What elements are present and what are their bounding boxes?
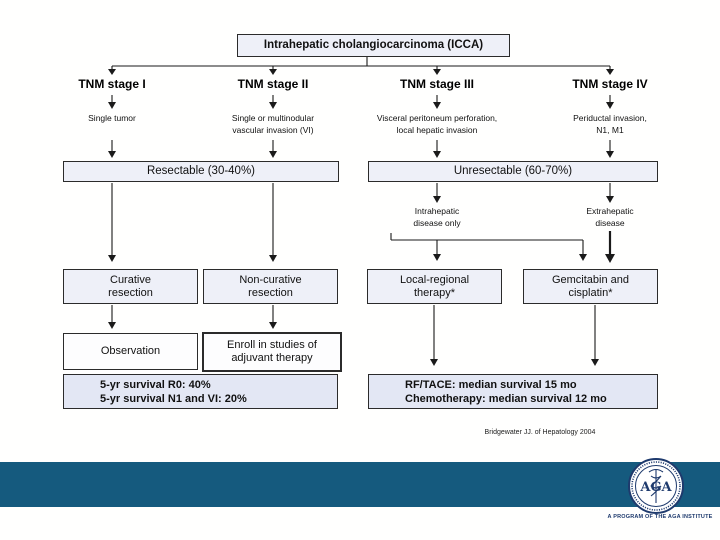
tnm-stage-3-header: TNM stage III	[399, 77, 475, 91]
title-box: Intrahepatic cholangiocarcinoma (ICCA)	[237, 34, 510, 57]
aga-seal-icon: AGA	[628, 458, 684, 514]
stage-2-description: Single or multinodular vascular invasion…	[231, 113, 315, 135]
local-regional-therapy-box: Local-regional therapy*	[367, 269, 502, 304]
tnm-stage-4-header: TNM stage IV	[572, 77, 648, 91]
gemcitabin-cisplatin-box: Gemcitabin and cisplatin*	[523, 269, 658, 304]
stage-3-description: Visceral peritoneum perforation, local h…	[376, 113, 498, 135]
extrahepatic-disease-label: Extrahepatic disease	[586, 206, 634, 228]
enroll-adjuvant-box: Enroll in studies of adjuvant therapy	[202, 332, 342, 372]
unresectable-box: Unresectable (60-70%)	[368, 161, 658, 182]
survival-outcome-box: 5-yr survival R0: 40% 5-yr survival N1 a…	[63, 374, 338, 409]
non-curative-resection-box: Non-curative resection	[203, 269, 338, 304]
stage-1-description: Single tumor	[88, 113, 136, 123]
observation-box: Observation	[63, 333, 198, 370]
citation: Bridgewater JJ. of Hepatology 2004	[484, 429, 596, 436]
intrahepatic-disease-label: Intrahepatic disease only	[413, 206, 461, 228]
tnm-stage-2-header: TNM stage II	[237, 77, 309, 91]
stage-4-description: Periductal invasion, N1, M1	[573, 113, 647, 135]
footer-bar	[0, 462, 720, 507]
footer-tagline: A PROGRAM OF THE AGA INSTITUTE	[607, 514, 713, 520]
resectable-box: Resectable (30-40%)	[63, 161, 339, 182]
curative-resection-box: Curative resection	[63, 269, 198, 304]
tnm-stage-1-header: TNM stage I	[78, 77, 146, 91]
rf-tace-outcome-box: RF/TACE: median survival 15 mo Chemother…	[368, 374, 658, 409]
caduceus-icon	[648, 468, 664, 503]
aga-logo-text: AGA	[639, 480, 672, 495]
